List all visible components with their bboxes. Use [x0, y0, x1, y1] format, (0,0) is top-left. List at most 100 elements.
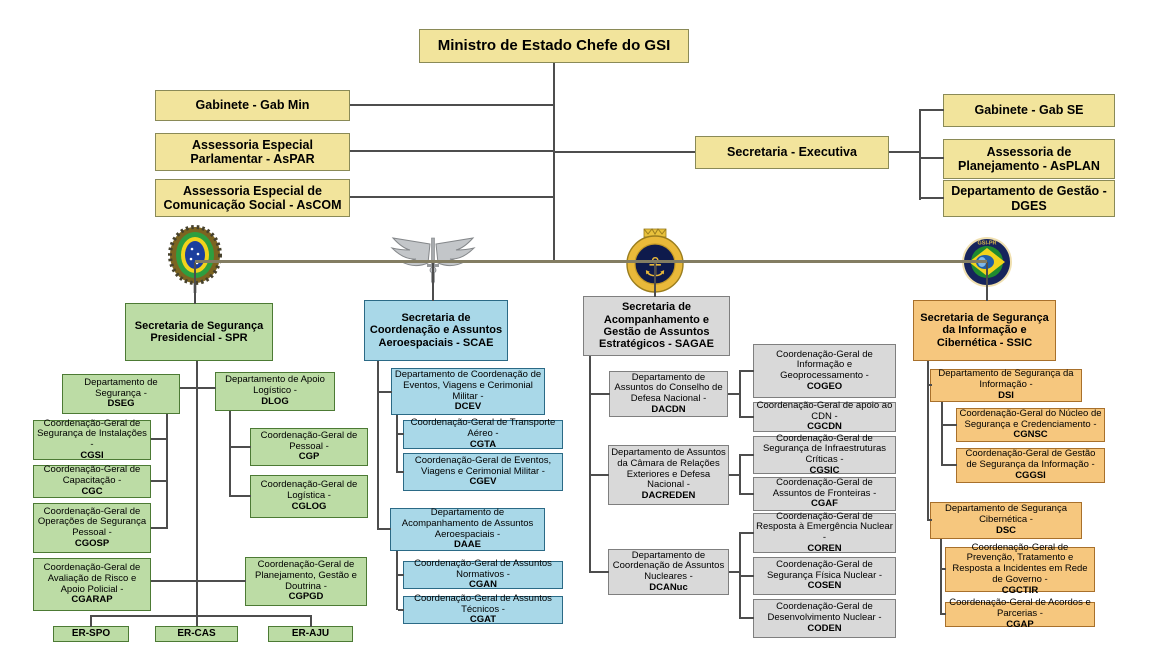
orgbox-cgosp: Coordenação-Geral de Operações de Segura… [33, 503, 151, 553]
orgbox-dcev: Departamento de Coordenação de Eventos, … [391, 368, 545, 415]
brazilian-army-emblem-icon [167, 225, 223, 297]
orgbox-dsc: Departamento de Segurança Cibernética - … [930, 502, 1082, 539]
connector-line [229, 411, 231, 497]
orgbox-dsi: Departamento de Segurança da Informação … [930, 368, 1082, 402]
connector-line [180, 387, 216, 389]
orgbox-cgat: Coordenação-Geral de Assuntos Técnicos -… [403, 593, 563, 625]
orgbox-cgp: Coordenação-Geral de Pessoal - CGP [250, 428, 368, 466]
connector-line [90, 615, 92, 627]
connector-line [379, 528, 391, 530]
connector-line [654, 262, 656, 297]
connector-line [398, 433, 404, 435]
svg-text:GSI-PR: GSI-PR [978, 241, 997, 247]
orgbox-cgnsc: Coordenação-Geral do Núcleo de Segurança… [956, 408, 1105, 442]
orgbox-cgpgd: Coordenação-Geral de Planejamento, Gestã… [245, 557, 367, 606]
connector-line [941, 402, 943, 466]
orgbox-cgctir: Coordenação-Geral de Prevenção, Tratamen… [945, 542, 1095, 595]
connector-line [943, 424, 957, 426]
connector-line [940, 539, 942, 615]
orgbox-cogeo: Coordenação-Geral de Informação e Geopro… [753, 344, 896, 398]
orgbox-dlog: Departamento de Apoio Logístico - DLOG [215, 372, 335, 411]
connector-line [942, 613, 946, 615]
orgbox-ministro-gsi: Ministro de Estado Chefe do GSI [419, 29, 689, 63]
orgbox-ascom: Assessoria Especial de Comunicação Socia… [155, 179, 350, 217]
connector-line [986, 262, 988, 301]
connector-line [151, 480, 167, 482]
orgbox-cgap: Coordenação-Geral de Acordos e Parcerias… [945, 597, 1095, 630]
connector-line [151, 580, 246, 582]
orgbox-cgta: Coordenação-Geral de Transporte Aéreo - … [403, 417, 563, 450]
connector-line [921, 157, 944, 159]
connector-line [231, 495, 251, 497]
orgbox-cgcdn: Coordenação-Geral de apoio ao CDN - CGCD… [753, 400, 896, 432]
connector-line [591, 571, 609, 573]
orgbox-er-spo: ER-SPO [53, 626, 129, 642]
orgbox-cgarap: Coordenação-Geral de Avaliação de Risco … [33, 558, 151, 611]
connector-line [739, 532, 741, 619]
main-branch-line [195, 260, 987, 263]
connector-line [166, 414, 168, 529]
connector-line [921, 109, 944, 111]
connector-line [396, 551, 398, 610]
orgbox-cgsic: Coordenação-Geral de Segurança de Infrae… [753, 433, 896, 476]
orgbox-cgaf: Coordenação-Geral de Assuntos de Frontei… [753, 477, 896, 511]
orgbox-cggsi: Coordenação-Geral de Gestão de Segurança… [956, 448, 1105, 483]
connector-line [432, 262, 434, 301]
orgbox-dseg: Departamento de Segurança - DSEG [62, 374, 180, 414]
orgbox-er-aju: ER-AJU [268, 626, 353, 642]
orgbox-asplan: Assessoria de Planejamento - AsPLAN [943, 139, 1115, 179]
connector-line [591, 393, 610, 395]
orgbox-sagae-head: Secretaria de Acompanhamento e Gestão de… [583, 296, 730, 356]
connector-line [741, 416, 754, 418]
connector-line [396, 415, 398, 473]
orgbox-dacreden: Departamento de Assuntos da Câmara de Re… [608, 445, 729, 505]
orgbox-gab-min: Gabinete - Gab Min [155, 90, 350, 121]
connector-line [310, 615, 312, 627]
orgbox-cglog: Coordenação-Geral de Logística - CGLOG [250, 475, 368, 518]
orgbox-coden: Coordenação-Geral de Desenvolvimento Nuc… [753, 599, 896, 638]
connector-line [728, 393, 740, 395]
orgbox-scae-head: Secretaria de Coordenação e Assuntos Aer… [364, 300, 508, 361]
orgbox-dges: Departamento de Gestão - DGES [943, 180, 1115, 217]
orgbox-cgsi: Coordenação-Geral de Segurança de Instal… [33, 418, 151, 461]
connector-line [350, 104, 553, 106]
connector-line [591, 474, 609, 476]
orgbox-daae: Departamento de Acompanhamento de Assunt… [390, 507, 545, 551]
connector-line [231, 446, 251, 448]
orgbox-dacdn: Departamento de Assuntos do Conselho de … [609, 371, 728, 417]
connector-line [729, 571, 740, 573]
orgbox-secretaria-executiva: Secretaria - Executiva [695, 136, 889, 169]
connector-line [741, 532, 754, 534]
connector-line [90, 615, 312, 617]
connector-line [741, 493, 754, 495]
connector-line [741, 454, 754, 456]
connector-line [889, 151, 920, 153]
orgbox-gab-se: Gabinete - Gab SE [943, 94, 1115, 127]
orgbox-ssic-head: Secretaria de Segurança da Informação e … [913, 300, 1056, 361]
connector-line [151, 438, 167, 440]
connector-line [942, 568, 946, 570]
connector-line [927, 519, 932, 521]
connector-line [398, 574, 404, 576]
orgbox-er-cas: ER-CAS [155, 626, 238, 642]
connector-line [921, 197, 944, 199]
connector-line [739, 370, 741, 418]
connector-line [350, 196, 553, 198]
connector-line [729, 474, 740, 476]
connector-line [739, 454, 741, 495]
connector-line [919, 109, 921, 200]
connector-line [943, 464, 957, 466]
orgbox-cosen: Coordenação-Geral de Segurança Física Nu… [753, 557, 896, 595]
connector-line [555, 151, 695, 153]
connector-line [927, 384, 932, 386]
orgbox-aspar: Assessoria Especial Parlamentar - AsPAR [155, 133, 350, 171]
orgbox-cgc: Coordenação-Geral de Capacitação - CGC [33, 464, 151, 498]
connector-line [927, 361, 929, 520]
connector-line [553, 63, 555, 262]
connector-line [194, 262, 196, 304]
connector-line [196, 361, 198, 626]
connector-line [377, 361, 379, 530]
connector-line [398, 471, 404, 473]
connector-line [350, 150, 553, 152]
